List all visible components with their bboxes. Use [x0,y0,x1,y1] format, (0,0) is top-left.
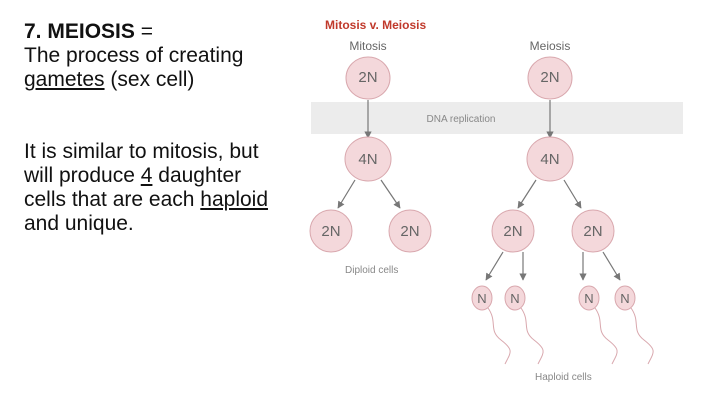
heading: 7. MEIOSIS = [24,20,274,44]
label-gamete-2: N [510,291,519,306]
mitosis-header: Mitosis [349,39,386,53]
label-mitosis-daughter-1: 2N [321,223,340,240]
mitosis-daughter-cell-2 [388,209,432,253]
haploid-caption: Haploid cells [535,372,592,383]
arrow-haploid-1 [485,251,504,281]
diagram-svg: Mitosis v. Meiosis Mitosis Meiosis DNA r… [309,18,683,383]
label-meiosis-daughter-2: 2N [583,223,602,240]
dna-replication-band [311,102,683,134]
gamete-2 [504,285,544,365]
label-gamete-4: N [620,291,629,306]
similar-term: haploid [200,188,269,211]
arrow-mitosis-right [380,179,401,209]
label-meiosis-replicated: 4N [540,151,559,168]
meiosis-daughter-cell-2 [571,209,615,253]
label-mitosis-parent: 2N [358,69,377,86]
arrow-meiosis-left [517,179,537,209]
gametes [471,285,654,365]
arrow-haploid-4 [602,251,621,281]
meiosis-parent-cell [527,56,573,100]
definition-pre: The process of creating [24,44,244,67]
label-gamete-3: N [584,291,593,306]
similar-pre: It is similar to mitosis, but will produ… [24,140,259,187]
heading-number: 7. [24,20,42,43]
mitosis-replicated-cell [344,136,392,182]
meiosis-header: Meiosis [530,39,571,53]
meiosis-daughter-cell-1 [491,209,535,253]
heading-term: MEIOSIS [47,20,135,43]
label-meiosis-parent: 2N [540,69,559,86]
label-mitosis-replicated: 4N [358,151,377,168]
arrow-mitosis-left [337,179,356,209]
gamete-3 [578,285,618,365]
definition-post: (sex cell) [110,68,195,91]
label-meiosis-daughter-1: 2N [503,223,522,240]
mitosis-meiosis-diagram: Mitosis v. Meiosis Mitosis Meiosis DNA r… [293,12,693,387]
mitosis-daughter-cell-1 [309,209,353,253]
definition: The process of creating gametes (sex cel… [24,44,274,92]
similar-mid: daughter cells that are each [24,164,242,211]
diploid-caption: Diploid cells [345,265,398,276]
similar-count: 4 [140,164,153,187]
meiosis-replicated-cell [526,136,574,182]
definition-term: gametes [24,68,105,91]
similarity-paragraph: It is similar to mitosis, but will produ… [24,140,274,236]
dna-replication-label: DNA replication [427,114,496,125]
diagram-title: Mitosis v. Meiosis [325,18,426,32]
label-gamete-1: N [477,291,486,306]
similar-post: and unique. [24,212,134,235]
gamete-4 [614,285,654,365]
gamete-1 [471,285,511,365]
heading-equals: = [140,20,153,43]
mitosis-parent-cell [345,56,391,100]
arrow-meiosis-right [563,179,582,209]
arrows [337,100,621,281]
label-mitosis-daughter-2: 2N [400,223,419,240]
slide-text: 7. MEIOSIS = The process of creating gam… [24,20,274,236]
